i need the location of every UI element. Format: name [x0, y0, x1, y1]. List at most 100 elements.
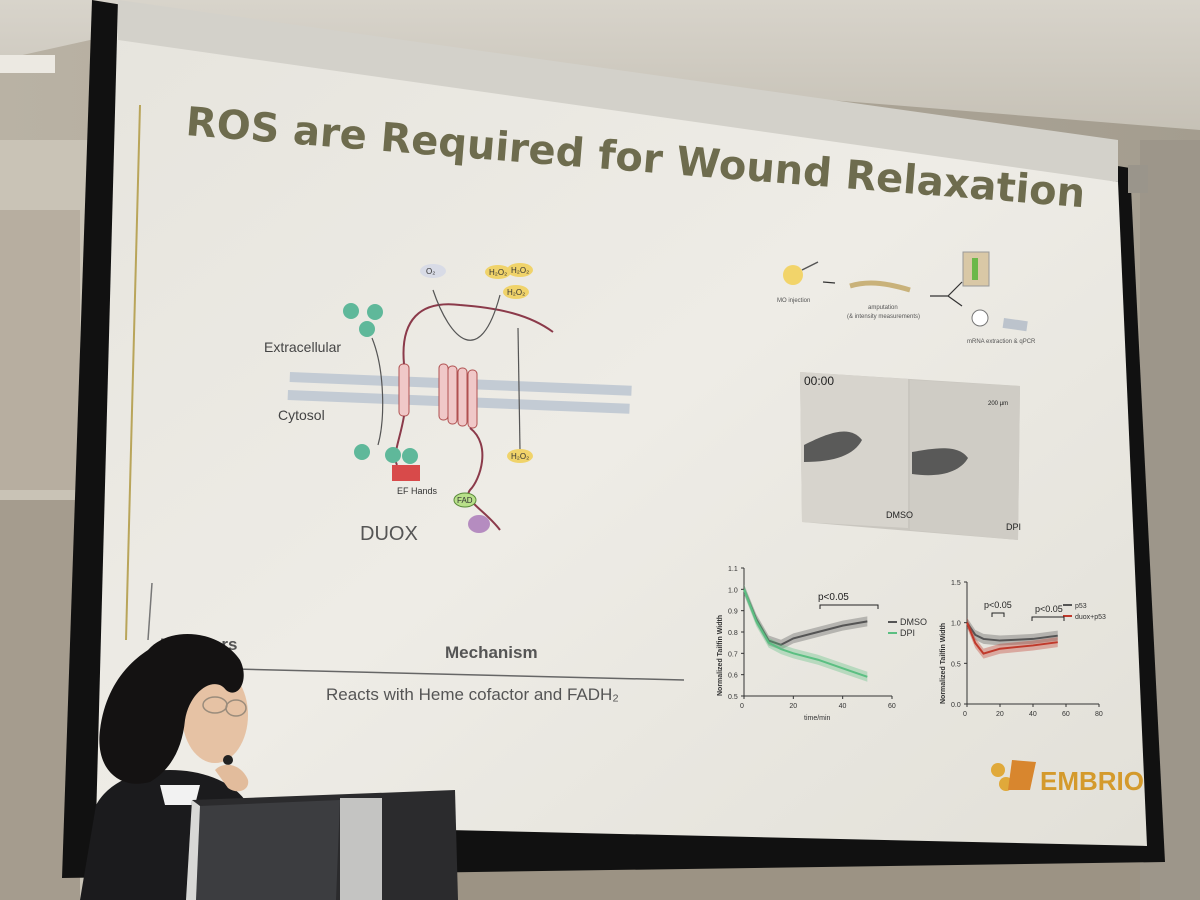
y-tick-label: 0.6 [728, 673, 738, 680]
y-tick-label: 1.0 [728, 587, 738, 594]
micrograph-dpi-label: DPI [1006, 522, 1021, 532]
x-tick-label: 0 [740, 703, 744, 710]
x-tick-label: 20 [996, 711, 1004, 718]
loop-top [402, 303, 554, 365]
table-header-rule [234, 668, 685, 681]
series-line-0 [743, 588, 868, 646]
presenter-collar [160, 785, 200, 805]
significance-label-1: p<0.05 [1035, 604, 1063, 614]
legend-label-0: p53 [1075, 603, 1087, 610]
ceiling-light [0, 55, 55, 73]
table-col-mechanism: Mechanism [445, 643, 538, 662]
plate-icon [1002, 318, 1028, 332]
y-tick-label: 1.0 [951, 621, 961, 628]
y-axis-label: Normalized Tailfin Width [940, 623, 947, 704]
significance-bracket-0 [991, 612, 1005, 617]
x-tick-label: 40 [1029, 711, 1037, 718]
y-tick-label: 1.5 [951, 580, 961, 587]
micrograph-dmso-label: DMSO [886, 510, 913, 520]
x-tick-label: 0 [963, 711, 967, 718]
cytosol-label: Cytosol [278, 407, 325, 423]
duox-label: DUOX [360, 523, 418, 545]
y-tick-label: 0.8 [728, 630, 738, 637]
branch-arrow [930, 281, 963, 307]
micrograph-time: 00:00 [804, 374, 834, 388]
legend-label-1: DPI [900, 628, 915, 638]
h2o2-label-3: H₂O₂ [507, 288, 525, 297]
amputation-label: amputation [868, 305, 898, 311]
helix-5 [467, 369, 478, 429]
h2o2-bubble-2 [507, 263, 533, 277]
significance-label-0: p<0.05 [818, 592, 849, 603]
extracellular-label: Extracellular [264, 339, 341, 355]
h2o2-bubble-4 [507, 449, 533, 463]
logo-text: EMBRIO [1040, 766, 1144, 796]
x-tick-label: 80 [1095, 711, 1103, 718]
h2o2-label-1: H₂O₂ [489, 268, 507, 277]
dmso-wound [804, 431, 862, 462]
series-line-1 [743, 588, 868, 678]
mrna-label: mRNA extraction & qPCR [967, 339, 1036, 345]
y-tick-label: 0.5 [728, 694, 738, 701]
nadph-bubble [468, 515, 490, 533]
embrio-logo: EMBRIO [991, 760, 1144, 796]
screen-surface [96, 0, 1147, 846]
table-row-1-mechanism: Reacts with Heme cofactor and FADH₂ [326, 685, 619, 704]
legend-label-1: duox+p53 [1075, 614, 1106, 621]
amputation-sub-label: (& intensity measurements) [847, 314, 920, 320]
screen-housing [1128, 165, 1148, 193]
logo-mark [991, 763, 1005, 777]
x-tick-label: 60 [888, 703, 896, 710]
ca-ion-6 [402, 448, 418, 464]
monitor-stand [340, 798, 382, 900]
h2o2-bubble-1 [485, 265, 511, 279]
fad-bubble [453, 492, 477, 508]
significance-bracket-1 [1031, 616, 1065, 621]
x-tick-label: 20 [789, 703, 797, 710]
projection-screen [62, 0, 1165, 878]
ca-ion-3 [359, 321, 375, 337]
ca-ion-2 [367, 304, 383, 320]
h2o2-bubble-3 [503, 285, 529, 299]
y-tick-label: 0.5 [951, 661, 961, 668]
tube-icon [971, 309, 989, 327]
o2-bubble [420, 264, 446, 278]
needle-icon [801, 261, 819, 271]
ca-ion-4 [354, 444, 370, 460]
y-tick-label: 0.0 [951, 702, 961, 709]
series-line-1 [966, 622, 1058, 655]
series-band-1 [967, 617, 1058, 659]
y-tick-label: 0.7 [728, 651, 738, 658]
presenter-hand [215, 764, 249, 792]
helix-2 [438, 363, 449, 421]
series-line-0 [966, 622, 1058, 642]
ef-hands-label: EF Hands [397, 486, 438, 496]
ca-ion-1 [343, 303, 359, 319]
ef-hands-box [392, 465, 420, 481]
helix-3 [447, 365, 458, 425]
fad-label: FAD [457, 496, 473, 505]
title-rule [125, 104, 141, 641]
presenter-hair [99, 633, 244, 784]
y-tick-label: 0.9 [728, 609, 738, 616]
micrograph: 00:00 200 µm DMSO DPI [800, 372, 1021, 540]
micrograph-left-panel [800, 372, 908, 528]
h2o2-label-4: H₂O₂ [511, 452, 529, 461]
helix-1 [398, 363, 410, 417]
x-axis-label: time/min [804, 715, 831, 722]
x-tick-label: 40 [839, 703, 847, 710]
duox-diagram: Extracellular Cytosol EF Hands O₂ [264, 263, 632, 545]
h2o2-arrow [517, 327, 521, 451]
series-band-0 [744, 584, 868, 650]
workflow-schematic: MO injection amputation (& intensity mea… [777, 251, 1036, 345]
o2-arrow [432, 289, 501, 341]
h2o2-label-2: H₂O₂ [511, 266, 529, 275]
dpi-wound [912, 448, 968, 476]
monitor [186, 790, 458, 900]
arrow-1 [822, 281, 836, 284]
embryo-icon [783, 265, 803, 285]
larva-icon [849, 280, 911, 293]
monitor-back [196, 800, 340, 900]
